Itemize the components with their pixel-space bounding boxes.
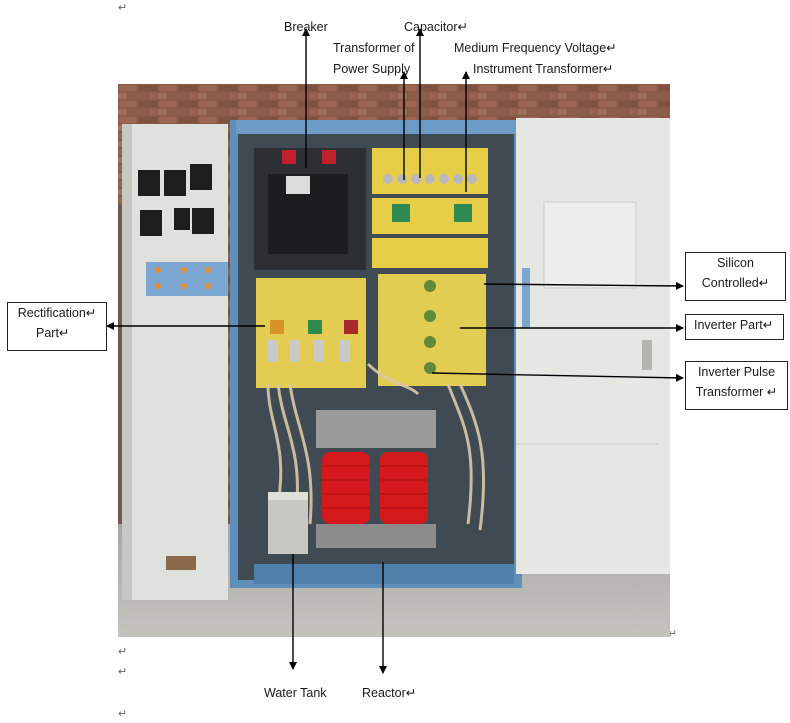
silicon-controlled-box: Silicon Controlled↵ [685, 252, 786, 301]
paragraph-mark: ↵ [118, 708, 128, 720]
capacitor-label: Capacitor↵ [404, 20, 468, 34]
water-tank-label: Water Tank [264, 686, 327, 700]
inverter-pulse-label-line1: Inverter Pulse [697, 365, 776, 379]
mf-voltage-label-line2: Instrument Transformer↵ [473, 62, 614, 76]
reactor-label: Reactor↵ [362, 686, 417, 700]
rectification-label-line1: Rectification↵ [17, 306, 97, 320]
paragraph-mark: ↵ [668, 628, 678, 640]
paragraph-mark: ↵ [118, 666, 128, 678]
transformer-power-label-line2: Power Supply [333, 62, 411, 76]
inverter-part-label: Inverter Part↵ [694, 318, 774, 332]
inverter-pulse-box: Inverter Pulse Transformer ↵ [685, 361, 788, 410]
transformer-power-label-line1: Transformer of [333, 41, 415, 55]
rectification-box: Rectification↵ Part↵ [7, 302, 107, 351]
mf-voltage-label-line1: Medium Frequency Voltage↵ [454, 41, 617, 55]
inverter-pulse-label-line2: Transformer ↵ [695, 385, 778, 399]
silicon-label-line2: Controlled↵ [701, 276, 770, 290]
rectification-label-line2: Part↵ [36, 326, 70, 340]
paragraph-mark: ↵ [118, 2, 128, 14]
paragraph-mark: ↵ [118, 646, 128, 658]
inverter-part-box: Inverter Part↵ [685, 314, 784, 340]
breaker-label: Breaker [284, 20, 328, 34]
cabinet-photo [118, 84, 670, 637]
silicon-label-line1: Silicon [717, 256, 754, 270]
